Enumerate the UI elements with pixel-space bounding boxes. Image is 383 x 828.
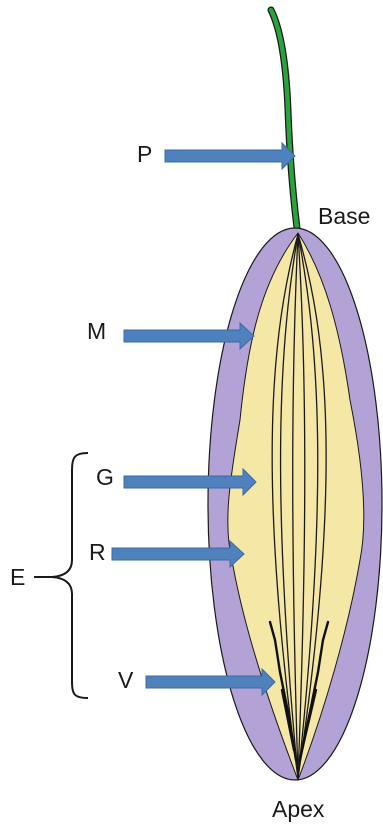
label-apex: Apex [272,798,324,821]
label-base: Base [318,205,370,228]
label-v: V [118,669,133,692]
label-m: M [87,320,106,343]
arrow-p [165,143,295,169]
label-p: P [137,143,152,166]
curly-brace [52,453,88,698]
label-r: R [89,541,106,564]
label-g: G [96,466,114,489]
label-e: E [10,566,25,589]
